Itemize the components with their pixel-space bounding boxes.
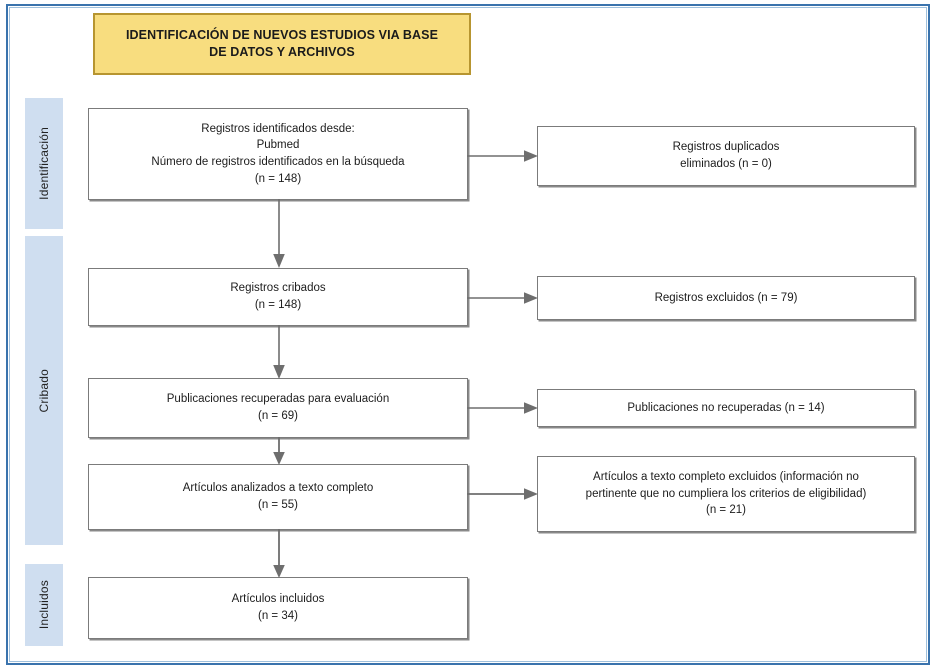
box-cribados-line-1: Registros cribados [230, 282, 326, 295]
box-textocompleto-line-1: Artículos analizados a texto completo [182, 482, 374, 495]
arrow-texto-completo-to-incluidos [270, 529, 288, 579]
box-cribados-line-2: (n = 148) [254, 299, 302, 311]
arrow-identificados-to-cribados [270, 199, 288, 269]
box-registros-identificados-text: Registros identificados desde: Pubmed Nú… [151, 121, 404, 188]
stage-label-cribado: Cribado [37, 368, 51, 413]
box-publicaciones-no-recuperadas-text: Publicaciones no recuperadas (n = 14) [627, 400, 824, 417]
box-duplicados-line-2: eliminados (n = 0) [680, 158, 772, 170]
page-frame [6, 4, 930, 665]
box-incluidos-line-2: (n = 34) [258, 610, 298, 622]
box-registros-excluidos: Registros excluidos (n = 79) [537, 276, 915, 320]
stage-label-incluidos: Incluidos [37, 580, 51, 630]
arrow-texto-completo-to-excluidos [467, 486, 539, 502]
box-publicaciones-recuperadas-text: Publicaciones recuperadas para evaluació… [167, 391, 389, 424]
arrow-recuperadas-to-no-recuperadas [467, 400, 539, 416]
box-recuperadas-line-1: Publicaciones recuperadas para evaluació… [166, 393, 390, 406]
box-textoexcluidos-line-1: Artículos a texto completo excluidos (in… [593, 470, 859, 483]
box-identificados-line-4: (n = 148) [254, 172, 302, 185]
box-publicaciones-recuperadas: Publicaciones recuperadas para evaluació… [88, 378, 468, 438]
stage-bar-incluidos: Incluidos [25, 564, 63, 646]
box-articulos-texto-completo-excluidos: Artículos a texto completo excluidos (in… [537, 456, 915, 532]
box-registros-cribados-text: Registros cribados (n = 148) [230, 280, 325, 313]
arrow-recuperadas-to-texto-completo [270, 437, 288, 466]
box-registros-duplicados-text: Registros duplicados eliminados (n = 0) [673, 139, 780, 172]
box-articulos-texto-completo: Artículos analizados a texto completo (n… [88, 464, 468, 530]
box-articulos-texto-completo-text: Artículos analizados a texto completo (n… [183, 480, 374, 513]
box-textocompleto-line-2: (n = 55) [258, 499, 298, 511]
arrow-cribados-to-recuperadas [270, 325, 288, 380]
stage-bar-cribado: Cribado [25, 236, 63, 545]
stage-bar-identificacion: Identificación [25, 98, 63, 229]
diagram-title-banner: IDENTIFICACIÓN DE NUEVOS ESTUDIOS VIA BA… [93, 13, 471, 75]
stage-label-identificacion: Identificación [37, 127, 51, 200]
diagram-title-line-1: IDENTIFICACIÓN DE NUEVOS ESTUDIOS VIA BA… [125, 28, 439, 43]
box-articulos-texto-completo-excluidos-text: Artículos a texto completo excluidos (in… [586, 469, 867, 519]
box-textoexcluidos-line-2: pertinente que no cumpliera los criterio… [585, 487, 867, 500]
diagram-title-line-2: DE DATOS Y ARCHIVOS [209, 45, 355, 59]
box-identificados-line-1: Registros identificados desde: [201, 122, 355, 135]
box-articulos-incluidos-text: Artículos incluidos (n = 34) [232, 591, 325, 624]
box-textoexcluidos-line-3: (n = 21) [706, 504, 746, 517]
box-registros-cribados: Registros cribados (n = 148) [88, 268, 468, 326]
box-duplicados-line-1: Registros duplicados [672, 141, 780, 154]
box-publicaciones-no-recuperadas: Publicaciones no recuperadas (n = 14) [537, 389, 915, 427]
box-incluidos-line-1: Artículos incluidos [231, 593, 325, 606]
box-excluidos-line-1: Registros excluidos (n = 79) [654, 291, 798, 304]
diagram-title-text: IDENTIFICACIÓN DE NUEVOS ESTUDIOS VIA BA… [126, 27, 438, 61]
box-recuperadas-line-2: (n = 69) [258, 410, 298, 422]
box-registros-identificados: Registros identificados desde: Pubmed Nú… [88, 108, 468, 200]
box-identificados-line-2: Pubmed [256, 139, 300, 152]
box-registros-excluidos-text: Registros excluidos (n = 79) [655, 290, 798, 307]
box-articulos-incluidos: Artículos incluidos (n = 34) [88, 577, 468, 639]
box-identificados-line-3: Número de registros identificados en la … [151, 156, 405, 168]
box-norecuperadas-line-1: Publicaciones no recuperadas (n = 14) [627, 401, 825, 414]
arrow-cribados-to-excluidos [467, 290, 539, 306]
box-registros-duplicados: Registros duplicados eliminados (n = 0) [537, 126, 915, 186]
arrow-identificados-to-duplicados [467, 148, 539, 164]
